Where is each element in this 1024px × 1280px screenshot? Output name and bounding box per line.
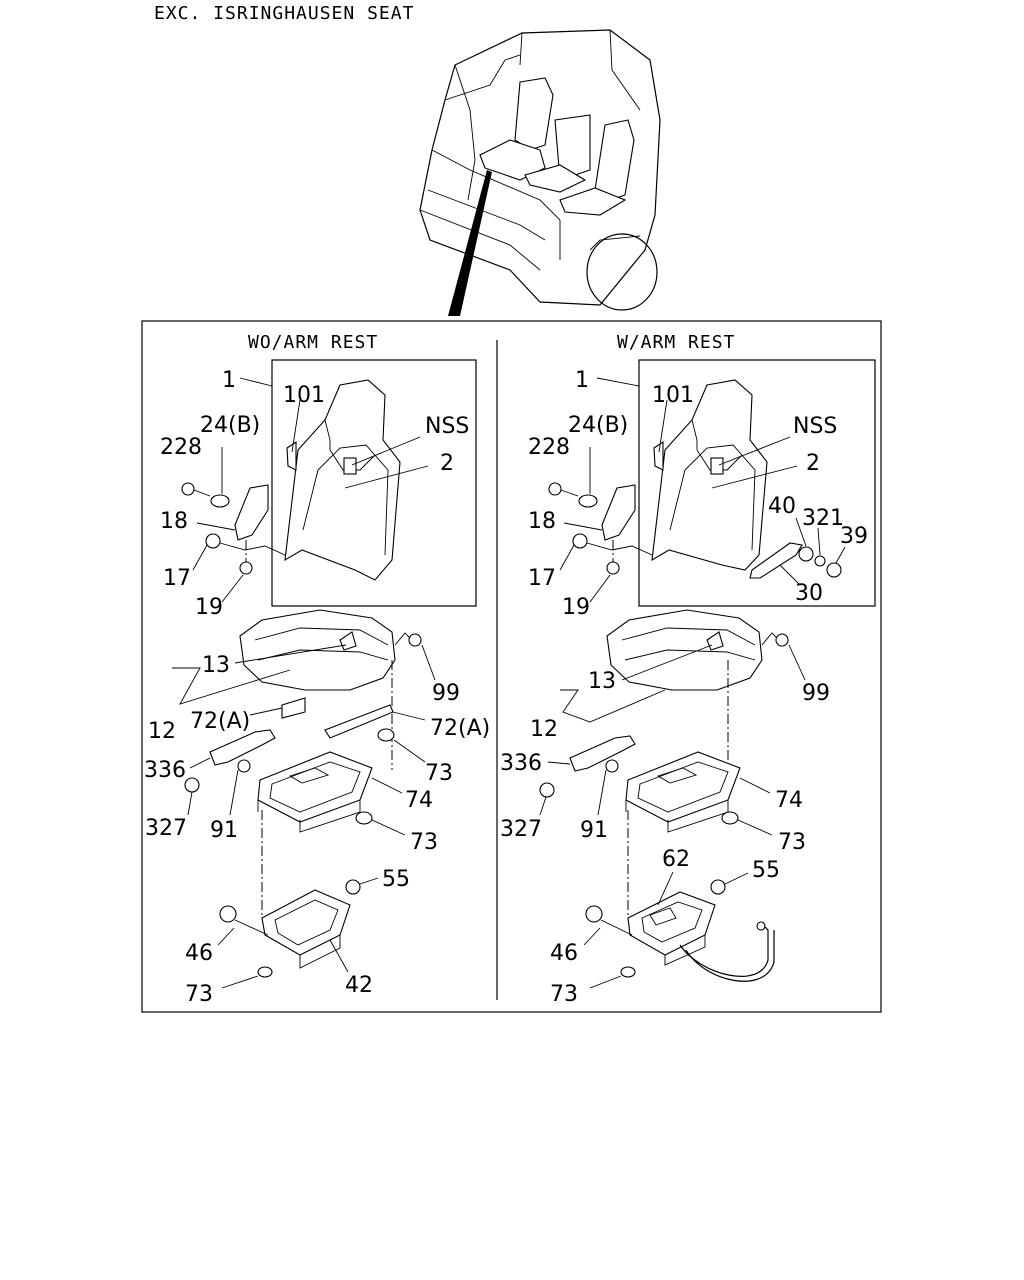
callout-55: 55 <box>752 858 780 883</box>
seat-base-bracket-icon <box>261 889 351 969</box>
callout-30: 30 <box>795 581 823 606</box>
right-panel: W/ARM REST <box>500 332 876 1007</box>
callout-39: 39 <box>840 524 868 549</box>
left-panel-heading: WO/ARM REST <box>248 332 378 353</box>
callout-73: 73 <box>410 830 438 855</box>
hinge-bracket-icon <box>601 484 636 541</box>
callout-74: 74 <box>405 788 433 813</box>
cover-24b-icon <box>578 494 598 508</box>
backrest-box <box>638 359 876 607</box>
callout-40: 40 <box>768 494 796 519</box>
bolt-icon <box>606 561 620 575</box>
truck-cab-icon <box>419 29 661 316</box>
callout-19: 19 <box>195 595 223 620</box>
callout-nss: NSS <box>425 414 469 439</box>
nut-icon <box>826 562 842 578</box>
bolt-icon <box>239 561 253 575</box>
callout-62: 62 <box>662 847 690 872</box>
bolt-icon <box>775 633 789 647</box>
callout-2: 2 <box>440 451 454 476</box>
callout-13: 13 <box>588 669 616 694</box>
callout-91: 91 <box>580 818 608 843</box>
callout-101: 101 <box>283 383 325 408</box>
callout-336: 336 <box>500 751 542 776</box>
bolt-icon <box>585 905 603 923</box>
callout-72a: 72(A) <box>430 716 490 741</box>
armrest-icon <box>749 542 803 579</box>
callout-73: 73 <box>185 982 213 1007</box>
callout-73: 73 <box>425 761 453 786</box>
callout-19: 19 <box>562 595 590 620</box>
callout-327: 327 <box>145 816 187 841</box>
bolt-icon <box>181 482 195 496</box>
callout-99: 99 <box>432 681 460 706</box>
callout-24b: 24(B) <box>200 413 260 438</box>
bolt-icon <box>205 533 221 549</box>
bolt-icon <box>539 782 555 798</box>
nut-icon <box>257 966 273 978</box>
callout-99: 99 <box>802 681 830 706</box>
seat-backrest-icon <box>651 379 768 571</box>
callout-13: 13 <box>202 653 230 678</box>
bolt-icon <box>237 759 251 773</box>
left-panel: WO/ARM REST <box>144 332 490 1007</box>
callout-nss: NSS <box>793 414 837 439</box>
nut-icon <box>377 728 395 742</box>
nut-icon <box>710 879 726 895</box>
bolt-icon <box>219 905 237 923</box>
washer-40-icon <box>798 546 814 562</box>
callout-73: 73 <box>778 830 806 855</box>
callout-1: 1 <box>222 368 236 393</box>
nut-icon <box>345 879 361 895</box>
callout-18: 18 <box>528 509 556 534</box>
callout-12: 12 <box>530 717 558 742</box>
washer-321-icon <box>814 555 826 567</box>
callout-228: 228 <box>528 435 570 460</box>
callout-24b: 24(B) <box>568 413 628 438</box>
right-panel-heading: W/ARM REST <box>617 332 735 353</box>
seat-slide-frame-icon <box>625 751 741 833</box>
seat-slide-frame-icon <box>257 751 373 833</box>
nut-icon <box>355 811 373 825</box>
seat-base-bracket-icon <box>627 891 716 966</box>
callout-336: 336 <box>144 758 186 783</box>
callout-91: 91 <box>210 818 238 843</box>
callout-12: 12 <box>148 719 176 744</box>
callout-72a: 72(A) <box>190 709 250 734</box>
bolt-icon <box>605 759 619 773</box>
callout-46: 46 <box>550 941 578 966</box>
bolt-icon <box>548 482 562 496</box>
page-title: EXC. ISRINGHAUSEN SEAT <box>154 3 415 24</box>
callout-1: 1 <box>575 368 589 393</box>
callout-17: 17 <box>528 566 556 591</box>
rail-72a-icon <box>281 697 306 719</box>
nut-icon <box>721 811 739 825</box>
callout-42: 42 <box>345 973 373 998</box>
callout-46: 46 <box>185 941 213 966</box>
callout-55: 55 <box>382 867 410 892</box>
callout-17: 17 <box>163 566 191 591</box>
callout-74: 74 <box>775 788 803 813</box>
bracket-336-icon <box>569 735 636 772</box>
nut-icon <box>620 966 636 978</box>
backrest-box <box>271 359 477 607</box>
callout-321: 321 <box>802 506 844 531</box>
seat-cushion-icon <box>606 609 763 691</box>
callout-101: 101 <box>652 383 694 408</box>
seat-backrest-icon <box>284 379 401 581</box>
hinge-bracket-icon <box>234 484 269 541</box>
bolt-icon <box>184 777 200 793</box>
bolt-icon <box>572 533 588 549</box>
bolt-icon <box>408 633 422 647</box>
callout-73: 73 <box>550 982 578 1007</box>
main-frame <box>141 320 882 1013</box>
bracket-336-icon <box>209 729 276 766</box>
callout-228: 228 <box>160 435 202 460</box>
callout-18: 18 <box>160 509 188 534</box>
callout-2: 2 <box>806 451 820 476</box>
cover-24b-icon <box>210 494 230 508</box>
callout-327: 327 <box>500 817 542 842</box>
